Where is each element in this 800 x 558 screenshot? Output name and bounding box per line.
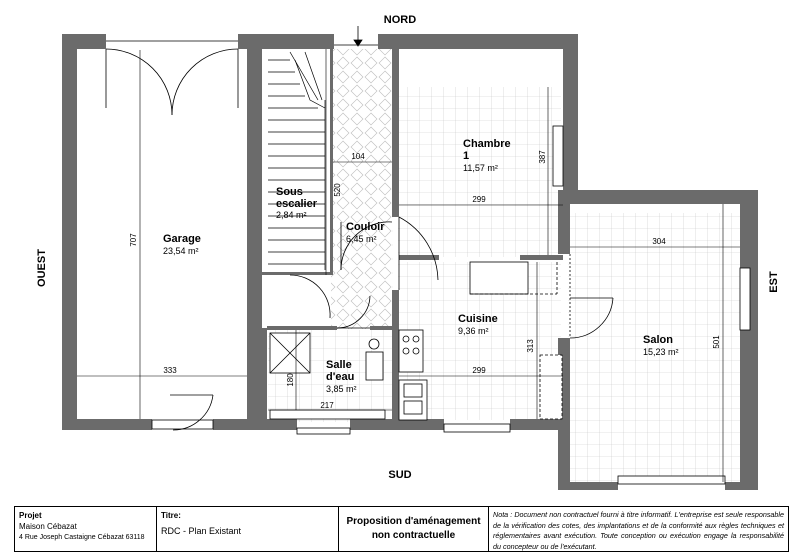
walls xyxy=(62,34,758,490)
bathroom-fixtures xyxy=(269,332,386,420)
salon-name: Salon xyxy=(643,334,673,346)
project-address: 4 Rue Joseph Castaigne Cébazat 63118 xyxy=(19,534,145,541)
dim-garage-depth: 707 xyxy=(129,233,138,247)
title-label: Titre: xyxy=(161,511,181,520)
salon-area: 15,23 m² xyxy=(643,347,679,357)
dim-chambre-width: 299 xyxy=(472,195,486,204)
entry-door xyxy=(334,26,378,47)
windows xyxy=(151,125,751,485)
floor-plan: NORD SUD OUEST EST Garage 23,54 m² Sous … xyxy=(36,14,780,490)
title-cell: Titre: RDC - Plan Existant xyxy=(157,507,339,551)
garage-door xyxy=(105,40,239,431)
dim-salle-width: 217 xyxy=(320,401,334,410)
sous-escalier-area: 2,84 m² xyxy=(276,210,307,220)
dim-stair-depth: 520 xyxy=(333,183,342,197)
floor-fills xyxy=(77,49,740,483)
dim-salon-depth: 501 xyxy=(712,335,721,349)
south-label: SUD xyxy=(388,469,411,481)
salle-eau-area: 3,85 m² xyxy=(326,384,357,394)
chambre-name-1: Chambre xyxy=(463,138,511,150)
dim-chambre-depth: 387 xyxy=(538,150,547,164)
title-value: RDC - Plan Existant xyxy=(161,526,242,536)
chambre-area: 11,57 m² xyxy=(463,163,498,173)
proposition-line-2: non contractuelle xyxy=(371,530,456,541)
dim-cuisine-width: 299 xyxy=(472,366,486,375)
garage-area: 23,54 m² xyxy=(163,246,199,256)
couloir-name: Couloir xyxy=(346,221,385,233)
project-name: Maison Cébazat xyxy=(19,522,77,531)
disclaimer-note: Nota : Document non contractuel fourni à… xyxy=(493,510,784,551)
proposition-cell: Proposition d'aménagement non contractue… xyxy=(339,507,489,551)
couloir-area: 6,45 m² xyxy=(346,234,377,244)
east-label: EST xyxy=(768,271,780,293)
garage-name: Garage xyxy=(163,233,201,245)
dim-salle-depth: 180 xyxy=(286,373,295,387)
proposition-line-1: Proposition d'aménagement xyxy=(346,516,481,527)
salle-eau-name-2: d'eau xyxy=(326,371,354,383)
interior-doors xyxy=(289,216,614,339)
dimension-lines xyxy=(77,49,740,482)
salle-eau-name-1: Salle xyxy=(326,359,352,371)
sous-escalier-name-2: escalier xyxy=(276,198,318,210)
kitchen-fixtures xyxy=(398,261,563,421)
sous-escalier-name-1: Sous xyxy=(276,186,303,198)
project-label: Projet xyxy=(19,511,42,520)
dim-stair-width: 104 xyxy=(351,152,365,161)
cuisine-area: 9,36 m² xyxy=(458,326,489,336)
staircase xyxy=(268,51,326,270)
west-label: OUEST xyxy=(36,249,48,287)
dim-garage-width: 333 xyxy=(163,366,177,375)
cuisine-name: Cuisine xyxy=(458,313,498,325)
dim-salon-width: 304 xyxy=(652,237,666,246)
north-label: NORD xyxy=(384,14,416,26)
dim-cuisine-depth: 313 xyxy=(526,339,535,353)
title-block: Projet Maison Cébazat 4 Rue Joseph Casta… xyxy=(14,506,789,552)
project-cell: Projet Maison Cébazat 4 Rue Joseph Casta… xyxy=(15,507,157,551)
chambre-name-2: 1 xyxy=(463,150,469,162)
